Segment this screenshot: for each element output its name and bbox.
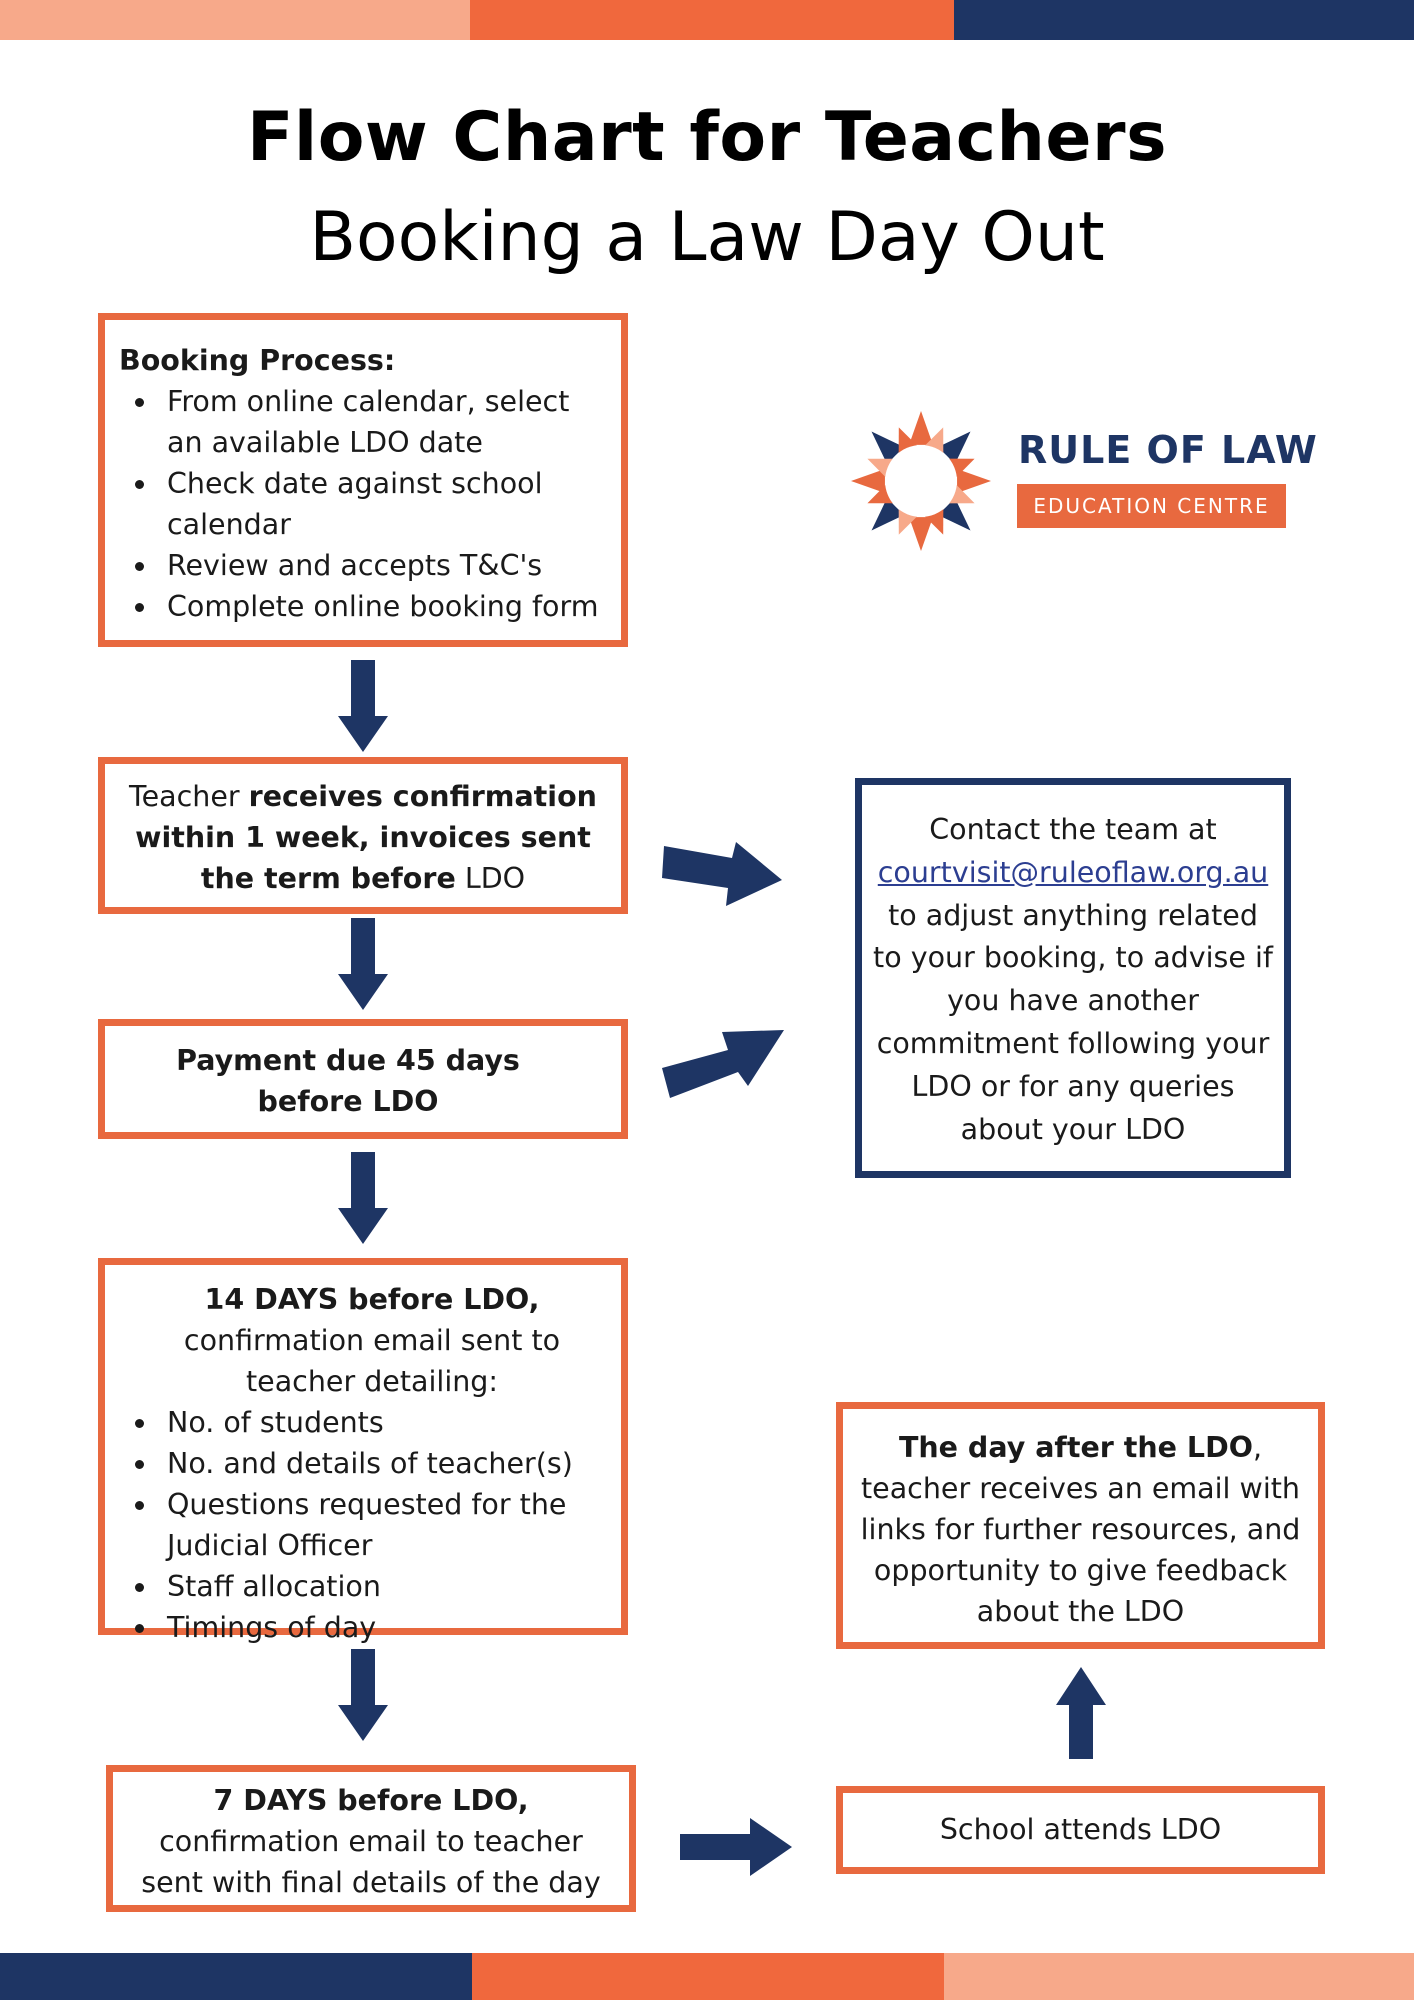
school-attends-text: School attends LDO	[939, 1813, 1222, 1846]
seven-days-bold: 7 DAYS before LDO,	[213, 1784, 529, 1817]
booking-process-box: Booking Process: From online calendar, s…	[98, 313, 628, 647]
confirmation-box: Teacher receives confirmation within 1 w…	[98, 757, 628, 914]
star-logo-icon	[851, 411, 991, 551]
day-after-bold: The day after the LDO	[898, 1431, 1253, 1464]
confirmation-bold: receives confirmation within 1 week, inv…	[135, 780, 597, 895]
seven-days-box: 7 DAYS before LDO, confirmation email to…	[106, 1765, 636, 1912]
list-item: No. of students	[159, 1402, 621, 1443]
list-item: Staff allocation	[159, 1566, 621, 1607]
list-item: From online calendar, select an availabl…	[159, 381, 607, 463]
fourteen-days-intro: 14 DAYS before LDO, confirmation email s…	[133, 1279, 621, 1402]
arrow-down-icon	[338, 918, 388, 1010]
payment-line2: before LDO	[257, 1085, 439, 1118]
contact-pre: Contact the team at	[929, 813, 1217, 846]
day-after-box: The day after the LDO, teacher receives …	[836, 1402, 1325, 1649]
booking-list: From online calendar, select an availabl…	[119, 381, 607, 627]
logo-title: RULE OF LAW	[1018, 428, 1318, 472]
arrow-down-icon	[338, 660, 388, 752]
day-after-text: , teacher receives an email with links f…	[860, 1431, 1301, 1628]
top-bar-orange	[470, 0, 954, 40]
fourteen-days-text: confirmation email sent to teacher detai…	[183, 1324, 561, 1398]
arrow-up-icon	[1056, 1667, 1106, 1759]
contact-email-link[interactable]: courtvisit@ruleoflaw.org.au	[877, 855, 1269, 889]
list-item: Complete online booking form	[159, 586, 607, 627]
confirmation-pre: Teacher	[129, 780, 249, 813]
list-item: Review and accepts T&C's	[159, 545, 607, 586]
confirmation-post: LDO	[455, 862, 526, 895]
booking-heading: Booking Process:	[119, 344, 396, 377]
bottom-bar-peach	[944, 1953, 1414, 2000]
arrow-right-icon	[680, 1818, 792, 1876]
page-title: Flow Chart for Teachers	[246, 98, 1168, 177]
list-item: No. and details of teacher(s)	[159, 1443, 621, 1484]
top-bar-navy	[954, 0, 1414, 40]
arrow-down-icon	[338, 1649, 388, 1741]
payment-line1: Payment due 45 days	[176, 1044, 520, 1077]
bottom-bar-navy	[0, 1953, 472, 2000]
fourteen-days-list: No. of students No. and details of teach…	[133, 1402, 621, 1648]
list-item: Timings of day	[159, 1607, 621, 1648]
contact-post: to adjust anything related to your booki…	[873, 898, 1273, 1146]
seven-days-text: confirmation email to teacher sent with …	[141, 1825, 601, 1899]
bottom-bar-orange	[472, 1953, 944, 2000]
fourteen-days-bold: 14 DAYS before LDO,	[204, 1283, 540, 1316]
fourteen-days-box: 14 DAYS before LDO, confirmation email s…	[98, 1258, 628, 1644]
arrow-right-icon	[662, 1030, 784, 1098]
list-item: Check date against school calendar	[159, 463, 607, 545]
contact-box: Contact the team at courtvisit@ruleoflaw…	[855, 778, 1291, 1178]
payment-box: Payment due 45 days before LDO	[98, 1019, 628, 1139]
arrow-right-icon	[662, 842, 782, 906]
top-bar-peach	[0, 0, 470, 40]
arrow-down-icon	[338, 1152, 388, 1244]
school-attends-box: School attends LDO	[836, 1786, 1325, 1874]
list-item: Questions requested for the Judicial Off…	[159, 1484, 621, 1566]
page-subtitle: Booking a Law Day Out	[309, 198, 1105, 277]
logo-subtitle: EDUCATION CENTRE	[1017, 484, 1286, 528]
